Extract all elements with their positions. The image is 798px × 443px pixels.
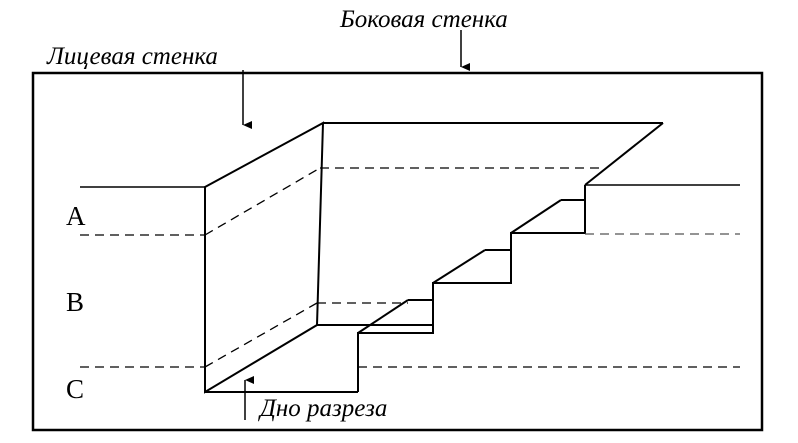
- horizon-bc-front: [204, 302, 318, 368]
- step-tread-3: [510, 199, 562, 234]
- diagram-frame: [31, 71, 764, 432]
- front-wall-face: [204, 121, 325, 394]
- step-tread-1: [357, 299, 409, 334]
- horizon-ab-front: [204, 167, 321, 236]
- pit-bottom-label: Дно разреза: [258, 395, 387, 422]
- step-tread-2: [432, 249, 486, 284]
- layer-a-label: A: [66, 201, 86, 231]
- step-profile: [357, 185, 586, 392]
- side-wall-label: Боковая стенка: [339, 6, 508, 33]
- layer-c-label: C: [66, 374, 84, 404]
- side-wall-right-edge: [584, 122, 664, 186]
- layer-b-label: B: [66, 287, 84, 317]
- front-wall-label: Лицевая стенка: [46, 43, 218, 70]
